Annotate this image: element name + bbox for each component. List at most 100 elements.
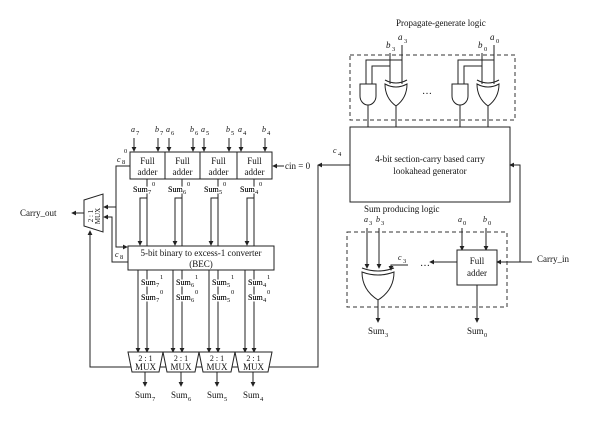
svg-text:3: 3: [403, 258, 406, 265]
xor-gate-0-arc: [476, 79, 500, 84]
ua-input-a7: a 7: [131, 125, 140, 137]
svg-text:0: 0: [231, 289, 234, 296]
mux-output-sum5: Sum 5: [207, 390, 227, 403]
full-adder-4-line1: Full: [247, 156, 262, 166]
ua-input-a6: a 6: [166, 125, 175, 137]
svg-text:Sum: Sum: [133, 185, 148, 194]
sum-producing-section: Sum producing logic a 3 b 3 a 0 b 0 c 3: [346, 162, 569, 339]
wire-b3-and: [371, 65, 390, 84]
svg-text:0: 0: [496, 38, 499, 45]
svg-text:5: 5: [231, 130, 234, 137]
sl-input-b0: b 0: [483, 215, 491, 227]
mux-7-label1: 2 : 1: [138, 354, 152, 363]
full-adder-5-line2: adder: [209, 167, 229, 177]
svg-text:0: 0: [187, 181, 190, 188]
svg-text:Sum: Sum: [212, 293, 227, 302]
sl-input-b3: b 3: [376, 215, 384, 227]
sum-logic-dashed-box: [346, 231, 508, 308]
svg-text:Sum: Sum: [141, 293, 156, 302]
ua-input-a4: a 4: [238, 125, 247, 137]
svg-text:a: a: [458, 215, 462, 224]
svg-text:1: 1: [231, 274, 234, 281]
mux-5: [198, 351, 236, 373]
svg-text:7: 7: [156, 297, 160, 304]
svg-text:0: 0: [484, 46, 487, 53]
sl-output-sum3: Sum 3: [368, 326, 388, 339]
mux-output-sum7: Sum 7: [135, 390, 156, 403]
bec-box: [127, 245, 275, 271]
svg-text:7: 7: [156, 282, 160, 289]
full-adder-6-line2: adder: [173, 167, 193, 177]
svg-text:4: 4: [260, 396, 264, 403]
svg-text:4: 4: [263, 282, 267, 289]
mux-5-label2: MUX: [206, 362, 228, 372]
bec-sum7-1: Sum Sum 7 1: [140, 274, 164, 289]
carry-mux-label2: MUX: [94, 208, 102, 224]
svg-text:Sum: Sum: [141, 278, 156, 287]
full-adder-6-line1: Full: [175, 156, 190, 166]
sl-full-adder-line1: Full: [470, 256, 485, 266]
wire-c8-1-to-mux: [103, 214, 128, 263]
svg-text:b: b: [386, 40, 391, 50]
svg-text:4: 4: [243, 130, 247, 137]
mux-output-sum6: Sum 6: [171, 390, 192, 403]
wire-sum5-0-bec: [208, 197, 218, 246]
cin-zero-label: cin = 0: [285, 161, 311, 171]
sl-input-a0: a 0: [458, 215, 466, 227]
sl-full-adder: [456, 249, 498, 286]
svg-text:3: 3: [369, 220, 372, 227]
sum-logic-title: Sum producing logic: [364, 204, 440, 214]
svg-text:0: 0: [152, 181, 155, 188]
bec-sum5-0: Sum Sum 5 0: [211, 289, 235, 304]
svg-text:Sum: Sum: [204, 185, 219, 194]
sl-full-adder-line2: adder: [467, 268, 487, 278]
svg-text:a: a: [364, 215, 368, 224]
svg-text:3: 3: [385, 332, 388, 339]
svg-text:0: 0: [195, 289, 198, 296]
svg-text:c: c: [333, 146, 337, 155]
svg-text:Sum: Sum: [467, 326, 484, 336]
full-adder-7: [129, 151, 166, 180]
ua-sum7-0: Sum Sum 7 0: [132, 181, 156, 196]
svg-text:Sum: Sum: [212, 293, 227, 302]
svg-text:3: 3: [392, 46, 395, 53]
xor3-gate-arc: [361, 267, 395, 272]
ua-sum6-0: Sum Sum 6 0: [167, 181, 191, 196]
mux-4-label2: MUX: [243, 362, 265, 372]
ua-input-a5: a 5: [201, 125, 209, 137]
svg-text:Sum: Sum: [133, 185, 148, 194]
svg-text:a: a: [166, 125, 170, 134]
svg-text:b: b: [155, 125, 159, 134]
svg-text:a: a: [398, 32, 403, 42]
svg-text:6: 6: [191, 297, 195, 304]
svg-text:5: 5: [227, 297, 230, 304]
svg-text:0: 0: [124, 148, 127, 155]
mux-6: [162, 351, 200, 373]
svg-text:Sum: Sum: [212, 278, 227, 287]
ua-sum4-0: Sum Sum 4 0: [239, 181, 263, 196]
svg-text:Sum: Sum: [248, 278, 263, 287]
svg-text:5: 5: [227, 282, 230, 289]
lookahead-line2: lookahead generator: [393, 166, 466, 176]
sl-input-a3: a 3: [364, 215, 372, 227]
mux-4-label1: 2 : 1: [246, 354, 260, 363]
svg-text:7: 7: [160, 130, 164, 137]
wire-a0-and: [457, 59, 494, 84]
propagate-generate-title: Propagate-generate logic: [396, 18, 486, 28]
svg-text:6: 6: [191, 282, 195, 289]
pg-input-b0: b 0: [478, 40, 487, 53]
wire-c8-0-bec: [115, 207, 128, 250]
svg-text:Sum: Sum: [168, 185, 183, 194]
full-adder-5-line1: Full: [211, 156, 226, 166]
svg-text:b: b: [190, 125, 194, 134]
svg-text:0: 0: [267, 289, 270, 296]
svg-text:b: b: [226, 125, 230, 134]
mux-4: [234, 351, 273, 373]
svg-text:Sum: Sum: [248, 293, 263, 302]
svg-text:7: 7: [136, 130, 140, 137]
wire-carry-in-lookahead: [509, 162, 521, 262]
full-adder-4-line2: adder: [245, 167, 265, 177]
xor3-gate: [361, 271, 395, 301]
bec-section: 5-bit binary to excess-1 converter (BEC)…: [103, 207, 275, 353]
